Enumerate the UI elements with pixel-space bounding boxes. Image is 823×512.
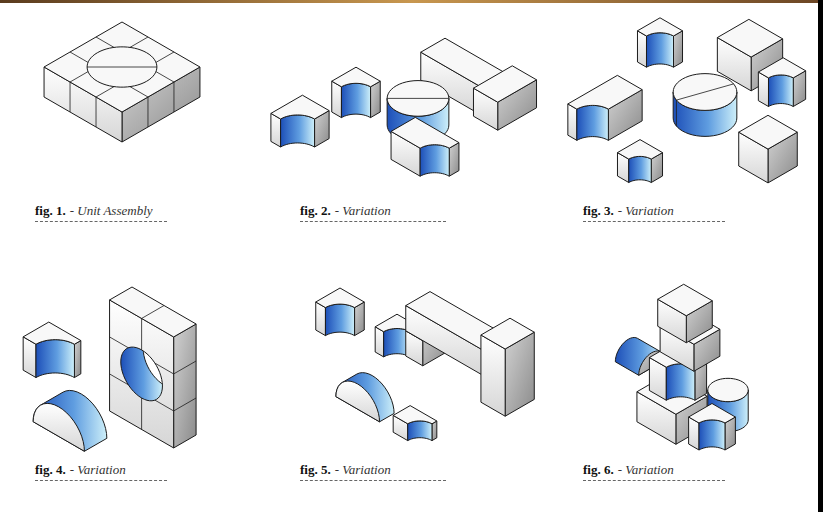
figure-illustration	[316, 288, 535, 441]
block-top	[568, 75, 642, 109]
circle-top	[87, 47, 157, 87]
joint-line	[676, 100, 677, 126]
block-side	[371, 81, 381, 117]
figure-title: - Unit Assembly	[70, 203, 153, 218]
curved-face	[325, 304, 354, 335]
curved-face	[36, 340, 74, 378]
block-top	[617, 140, 662, 160]
figure-illustration	[23, 287, 196, 451]
block-top	[473, 66, 536, 102]
block-top	[393, 406, 437, 424]
block-top	[316, 288, 364, 308]
block-side	[637, 31, 646, 67]
figure-illustration	[271, 38, 537, 176]
curved-face	[699, 420, 725, 450]
figure-number: fig. 6.	[583, 462, 614, 477]
block-top	[391, 117, 459, 148]
block-top	[739, 115, 798, 149]
hole-rim	[121, 347, 163, 401]
joint-line	[173, 82, 174, 112]
joint-line	[142, 306, 164, 319]
block-side	[674, 31, 683, 67]
figure-caption: fig. 1. - Unit Assembly	[35, 203, 167, 222]
curved-face	[646, 33, 673, 67]
cylinder-top	[708, 378, 748, 401]
half-disc-face	[33, 403, 84, 451]
cylinder-top	[673, 74, 737, 111]
figure-caption: fig. 3. - Variation	[583, 203, 725, 222]
block-top	[481, 318, 534, 349]
figure-caption: fig. 4. - Variation	[35, 462, 167, 481]
half-disc-face	[336, 381, 380, 422]
curved-face	[281, 115, 315, 147]
block-top	[758, 58, 805, 78]
joint-line	[174, 398, 196, 411]
block-top	[44, 22, 200, 112]
curved-face	[577, 105, 609, 140]
block-top	[637, 18, 682, 36]
curved-face	[768, 75, 793, 107]
block-side	[332, 81, 342, 117]
joint-line	[96, 97, 97, 127]
figure-number: fig. 5.	[300, 462, 331, 477]
figure-illustration	[44, 22, 200, 142]
joint-line	[387, 98, 449, 99]
figure-title: - Variation	[335, 203, 391, 218]
hole-back	[143, 334, 185, 388]
block-top	[689, 404, 736, 424]
joint-line	[70, 82, 71, 112]
figure-caption: fig. 5. - Variation	[300, 462, 446, 481]
block-side	[74, 341, 80, 378]
block-top	[717, 19, 782, 57]
block-top	[332, 67, 380, 87]
top-band	[0, 0, 823, 3]
joint-line	[147, 97, 148, 127]
joint-line	[676, 84, 733, 100]
curved-face	[420, 145, 449, 176]
block-side	[568, 104, 577, 140]
figure-caption: fig. 6. - Variation	[583, 462, 725, 481]
figure-number: fig. 2.	[300, 203, 331, 218]
joint-line	[174, 361, 196, 374]
figure-number: fig. 3.	[583, 203, 614, 218]
figure-caption: fig. 2. - Variation	[300, 203, 446, 222]
block-top	[110, 287, 197, 337]
figure-title: - Variation	[70, 462, 126, 477]
figure-number: fig. 1.	[35, 203, 66, 218]
block-top	[23, 322, 81, 344]
figure-illustration	[568, 18, 806, 183]
joint-line	[87, 67, 157, 68]
block-side	[174, 324, 196, 448]
figure-number: fig. 4.	[35, 462, 66, 477]
block-top	[271, 95, 329, 119]
figure-title: - Variation	[618, 203, 674, 218]
cylinder-top	[387, 81, 449, 117]
curved-face	[33, 390, 107, 451]
edge-band	[818, 0, 823, 512]
curved-face	[408, 421, 432, 441]
curved-face	[629, 156, 652, 182]
figure-title: - Variation	[618, 462, 674, 477]
block-top	[658, 284, 713, 316]
figure-title: - Variation	[335, 462, 391, 477]
figure-illustration	[615, 284, 748, 450]
curved-face	[336, 373, 394, 422]
curved-face	[341, 83, 370, 117]
